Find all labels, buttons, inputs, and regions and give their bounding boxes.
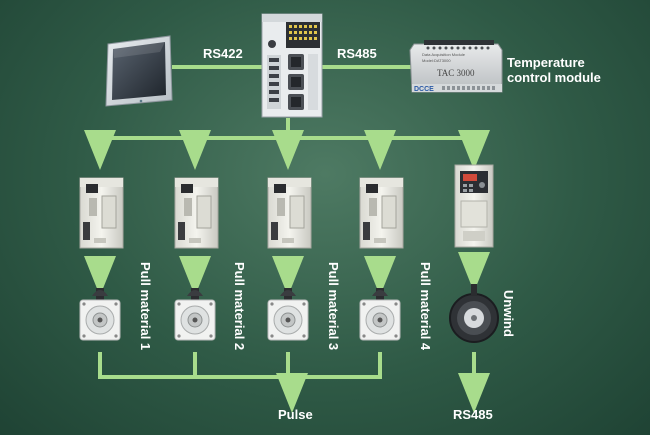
unwind-label: Unwind: [501, 290, 516, 337]
module-model-text: TAC 3000: [437, 68, 475, 78]
servo-drive-2: [174, 177, 219, 249]
servo-motor-4: [359, 288, 401, 341]
module-small-model: Model:DAT3000: [422, 58, 451, 63]
module-brand: DCCE: [414, 86, 434, 93]
temperature-module: Data Acquisition Module Model:DAT3000 TA…: [409, 40, 503, 93]
servo-drive-3: [267, 177, 312, 249]
rs485-bottom-label: RS485: [453, 407, 493, 422]
module-small-title: Data Acquisition Module: [422, 52, 466, 57]
servo-drive-4: [359, 177, 404, 249]
hmi-panel: [105, 35, 173, 107]
plc-controller: [261, 13, 323, 118]
pulse-label: Pulse: [278, 407, 313, 422]
pulse-collector: [98, 352, 382, 379]
pull-material-2-label: Pull material 2: [232, 262, 247, 351]
pull-material-3-label: Pull material 3: [326, 262, 341, 351]
servo-motor-3: [267, 288, 309, 341]
servo-drive-1: [79, 177, 124, 249]
temperature-label-line2: control module: [507, 70, 601, 85]
pull-material-1-label: Pull material 1: [138, 262, 153, 351]
pull-material-4-label: Pull material 4: [418, 262, 433, 351]
rs485-top-label: RS485: [337, 46, 377, 61]
servo-motor-1: [79, 288, 121, 341]
rs422-label: RS422: [203, 46, 243, 61]
inverter-drive: [454, 164, 494, 248]
servo-motor-2: [174, 288, 216, 341]
temperature-label-line1: Temperature: [507, 55, 585, 70]
unwind-motor: [449, 284, 499, 343]
connectors: [84, 65, 490, 413]
